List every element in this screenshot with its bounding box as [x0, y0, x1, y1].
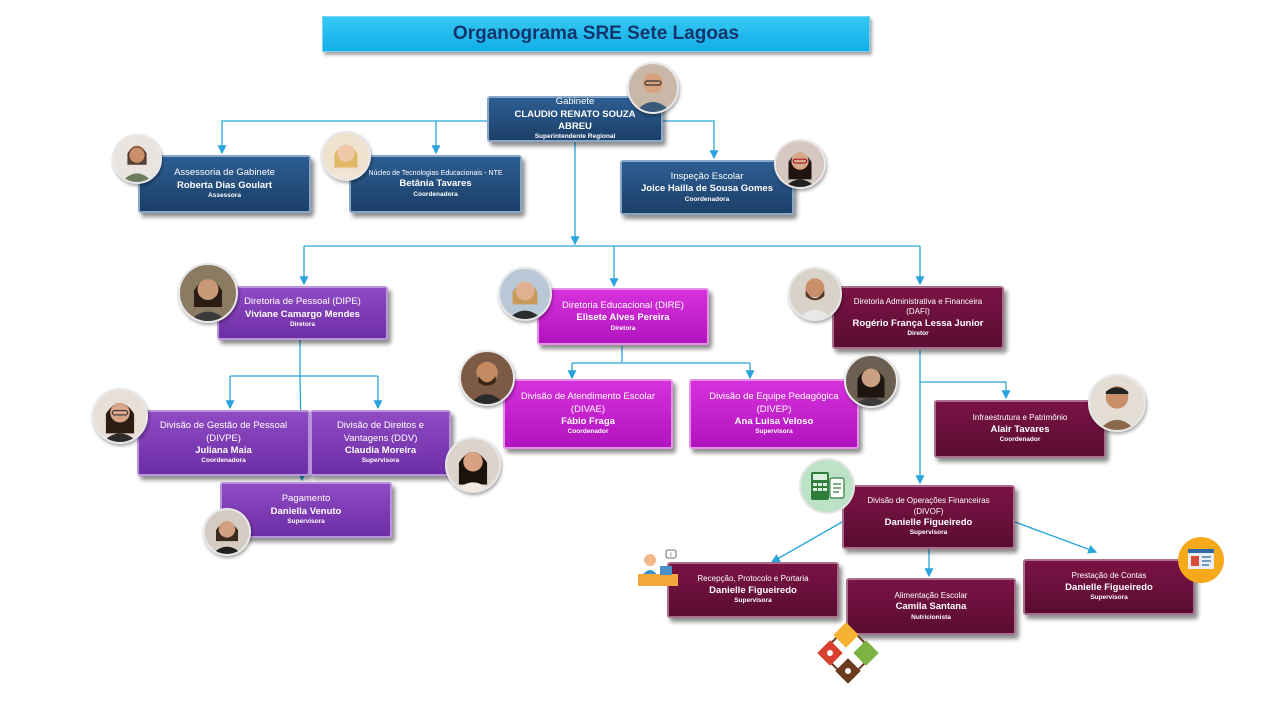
node-name: Ana Luisa Veloso — [734, 415, 814, 427]
node-name: Betânia Tavares — [399, 178, 472, 190]
node-name: Roberta Dias Goulart — [176, 179, 273, 191]
node-title: Prestação de Contas — [1071, 571, 1147, 581]
node-title: Diretoria Administrativa e Financeira (D… — [853, 296, 983, 317]
node-name: Viviane Camargo Mendes — [245, 308, 360, 320]
school-food-icon — [815, 620, 881, 686]
node-name: Danielle Figueiredo — [1065, 581, 1153, 593]
node-divpe[interactable]: Divisão de Gestão de Pessoal (DIVPE) Jul… — [137, 410, 310, 476]
node-nte[interactable]: Núcleo de Tecnologias Educacionais - NTE… — [349, 155, 522, 213]
node-role: Coordenadora — [413, 190, 458, 198]
node-title: Recepção, Protocolo e Portaria — [697, 574, 809, 584]
avatar-infra — [1088, 374, 1146, 432]
node-role: Supervisora — [361, 457, 400, 465]
avatar-ddv — [445, 437, 501, 493]
node-title: Alimentação Escolar — [894, 590, 968, 600]
node-role: Coordenador — [999, 436, 1041, 444]
node-name: Alair Tavares — [990, 423, 1050, 435]
avatar-dire — [498, 267, 552, 321]
node-name: Danielle Figueiredo — [709, 584, 797, 596]
avatar-inspecao — [774, 139, 826, 189]
node-role: Diretora — [290, 321, 315, 329]
avatar-nte — [321, 131, 371, 181]
node-divae[interactable]: Divisão de Atendimento Escolar (DIVAE) F… — [503, 379, 673, 449]
node-title: Pagamento — [281, 493, 331, 505]
node-role: Diretor — [907, 329, 929, 337]
node-role: Supervisora — [734, 597, 772, 605]
reception-desk-icon: ! — [636, 548, 680, 588]
node-inspecao[interactable]: Inspeção Escolar Joice Hailla de Sousa G… — [620, 160, 794, 215]
avatar-pagamento — [203, 508, 251, 556]
node-title: Gabinete — [555, 96, 595, 108]
avatar-divpe — [92, 388, 148, 444]
connector-to-infra — [920, 381, 1011, 400]
node-role: Supervisora — [287, 518, 325, 526]
node-title: Assessoria de Gabinete — [174, 167, 275, 179]
node-name: Juliana Maia — [195, 444, 252, 456]
page-title: Organograma SRE Sete Lagoas — [322, 16, 870, 52]
node-divep[interactable]: Divisão de Equipe Pedagógica (DIVEP) Ana… — [689, 379, 859, 449]
connector-to-prestacao — [1014, 521, 1098, 554]
node-title: Divisão de Direitos e Vantagens (DDV) — [336, 420, 425, 444]
node-role: Diretora — [610, 324, 636, 332]
node-alimentacao[interactable]: Alimentação Escolar Camila Santana Nutri… — [846, 578, 1016, 635]
node-assessoria[interactable]: Assessoria de Gabinete Roberta Dias Goul… — [138, 155, 311, 213]
node-dipe[interactable]: Diretoria de Pessoal (DIPE) Viviane Cama… — [217, 286, 388, 340]
node-name: Joice Hailla de Sousa Gomes — [641, 183, 773, 195]
node-role: Coordenador — [567, 428, 609, 436]
node-role: Assessora — [208, 192, 241, 200]
svg-text:!: ! — [670, 553, 672, 559]
node-recepcao[interactable]: Recepção, Protocolo e Portaria Danielle … — [667, 562, 839, 618]
node-infra[interactable]: Infraestrutura e Patrimônio Alair Tavare… — [934, 400, 1106, 458]
node-title: Divisão de Atendimento Escolar (DIVAE) — [520, 391, 656, 415]
node-name: Claudia Moreira — [344, 444, 417, 456]
node-title: Diretoria Educacional (DIRE) — [562, 299, 684, 311]
node-title: Divisão de Equipe Pedagógica (DIVEP) — [709, 391, 839, 415]
node-ddv[interactable]: Divisão de Direitos e Vantagens (DDV) Cl… — [310, 410, 451, 476]
node-name: Camila Santana — [895, 601, 967, 613]
node-title: Núcleo de Tecnologias Educacionais - NTE — [368, 170, 503, 178]
node-role: Supervisora — [755, 428, 793, 436]
node-role: Superintendente Regional — [534, 133, 616, 141]
connector-gabinete-inspecao — [660, 120, 719, 160]
node-title: Divisão de Gestão de Pessoal (DIVPE) — [159, 420, 288, 444]
node-role: Coordenadora — [684, 195, 730, 203]
node-role: Nutricionista — [911, 613, 951, 621]
accounts-report-icon — [1178, 537, 1224, 583]
node-name: Danielle Figueiredo — [884, 517, 973, 528]
avatar-divae — [459, 350, 515, 406]
avatar-assessoria — [112, 134, 162, 184]
avatar-dafi — [788, 267, 842, 321]
avatar-divep — [844, 354, 898, 408]
node-name: Daniella Venuto — [270, 505, 342, 517]
node-role: Supervisora — [909, 529, 948, 537]
node-divof[interactable]: Divisão de Operações Financeiras (DIVOF)… — [842, 485, 1015, 549]
avatar-dipe — [178, 263, 238, 323]
node-dire[interactable]: Diretoria Educacional (DIRE) Elisete Alv… — [537, 288, 709, 345]
finance-calculator-icon — [799, 458, 855, 514]
node-role: Supervisora — [1090, 594, 1128, 602]
node-name: Fábio Fraga — [561, 415, 615, 427]
connector-to-recepcao — [770, 521, 843, 563]
node-title: Infraestrutura e Patrimônio — [972, 413, 1068, 423]
connector-gabinete-assessoria — [217, 120, 490, 155]
node-name: Rogério França Lessa Junior — [852, 317, 984, 329]
node-name: Elisete Alves Pereira — [576, 312, 670, 324]
node-title: Diretoria de Pessoal (DIPE) — [244, 296, 361, 308]
node-name: CLAUDIO RENATO SOUZA ABREU — [514, 108, 636, 132]
avatar-gabinete — [627, 62, 679, 114]
node-role: Coordenadora — [201, 457, 246, 465]
node-prestacao[interactable]: Prestação de Contas Danielle Figueiredo … — [1023, 559, 1195, 615]
node-title: Inspeção Escolar — [670, 170, 744, 182]
node-dafi[interactable]: Diretoria Administrativa e Financeira (D… — [832, 286, 1004, 349]
node-title: Divisão de Operações Financeiras (DIVOF) — [867, 496, 990, 516]
